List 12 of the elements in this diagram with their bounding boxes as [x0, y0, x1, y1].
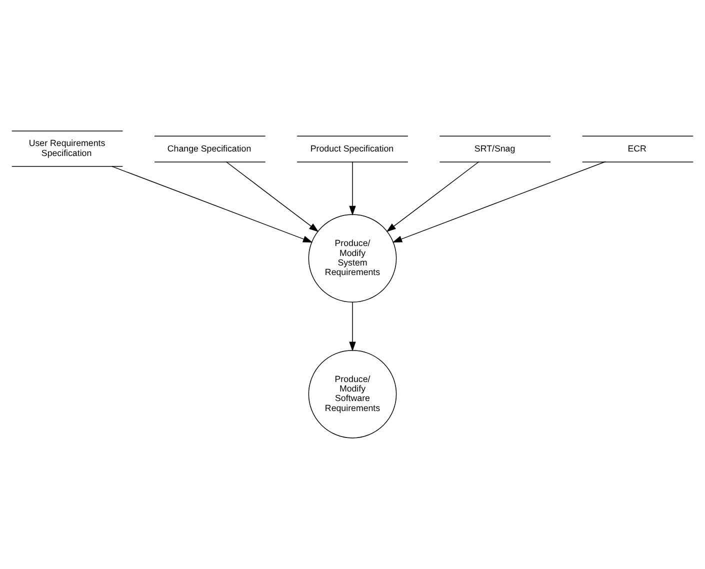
node-text: ECR	[628, 143, 646, 154]
arrow	[112, 166, 313, 242]
node-text: Product Specification	[310, 143, 394, 154]
node-text: Change Specification	[167, 143, 252, 154]
arrow	[226, 161, 319, 232]
node-circle: Produce/ Modify Software Requirements	[308, 350, 397, 438]
arrow	[349, 161, 356, 216]
node-text: User Requirements Specification	[28, 138, 106, 158]
arrow	[349, 302, 356, 352]
arrow	[386, 161, 480, 232]
arrow	[392, 161, 606, 242]
node-text: SRT/Snag	[474, 143, 516, 154]
